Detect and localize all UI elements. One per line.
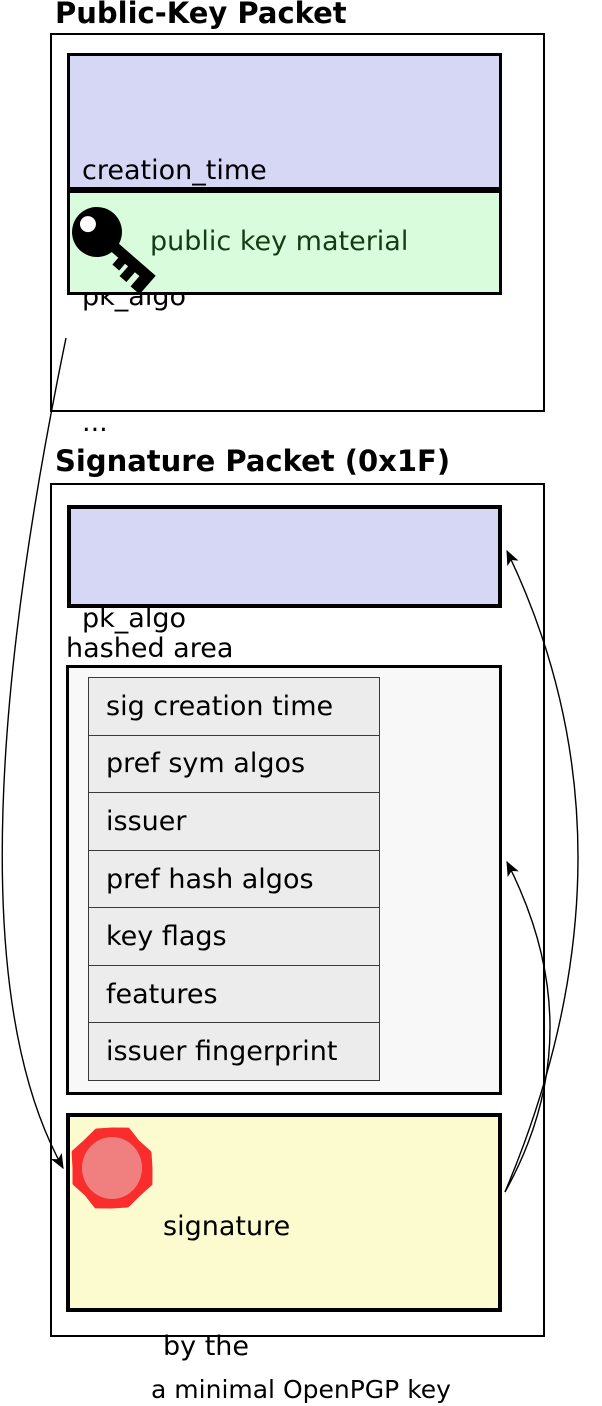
- subpacket-label: issuer: [106, 805, 187, 837]
- subpacket-row: issuer: [89, 792, 379, 850]
- public-key-material-label: public key material: [150, 226, 409, 257]
- subpacket-row: pref sym algos: [89, 734, 379, 793]
- hashed-subpacket-table: sig creation time pref sym algos issuer …: [88, 677, 380, 1081]
- hashed-area-label: hashed area: [66, 633, 234, 664]
- field-creation-time: creation_time: [82, 155, 267, 186]
- subpacket-label: issuer fingerprint: [106, 1036, 338, 1068]
- signature-packet-title: Signature Packet (0x1F): [55, 444, 451, 478]
- subpacket-row: key flags: [89, 907, 379, 965]
- signature-line: signature: [163, 1211, 291, 1242]
- key-icon: [72, 207, 156, 295]
- signature-header-fields-box: [67, 505, 502, 608]
- seal-icon: [71, 1127, 153, 1209]
- public-key-packet-title: Public-Key Packet: [55, 0, 347, 30]
- subpacket-row: pref hash algos: [89, 849, 379, 908]
- subpacket-label: pref hash algos: [106, 863, 314, 895]
- subpacket-row: sig creation time: [89, 678, 379, 735]
- subpacket-label: features: [106, 978, 218, 1010]
- field-pk-algo: pk_algo: [82, 603, 186, 634]
- public-key-header-fields-box: [67, 53, 502, 190]
- subpacket-row: features: [89, 964, 379, 1023]
- subpacket-label: pref sym algos: [106, 748, 306, 780]
- subpacket-row: issuer fingerprint: [89, 1022, 379, 1080]
- signature-line: by the: [163, 1331, 250, 1362]
- public-key-material-box: [67, 190, 502, 295]
- diagram-caption: a minimal OpenPGP key: [151, 1375, 451, 1404]
- subpacket-label: key flags: [106, 921, 227, 953]
- subpacket-label: sig creation time: [106, 690, 334, 722]
- signature-value-text: signature by the private key material ov…: [163, 1127, 436, 1406]
- field-ellipsis: ...: [82, 407, 108, 438]
